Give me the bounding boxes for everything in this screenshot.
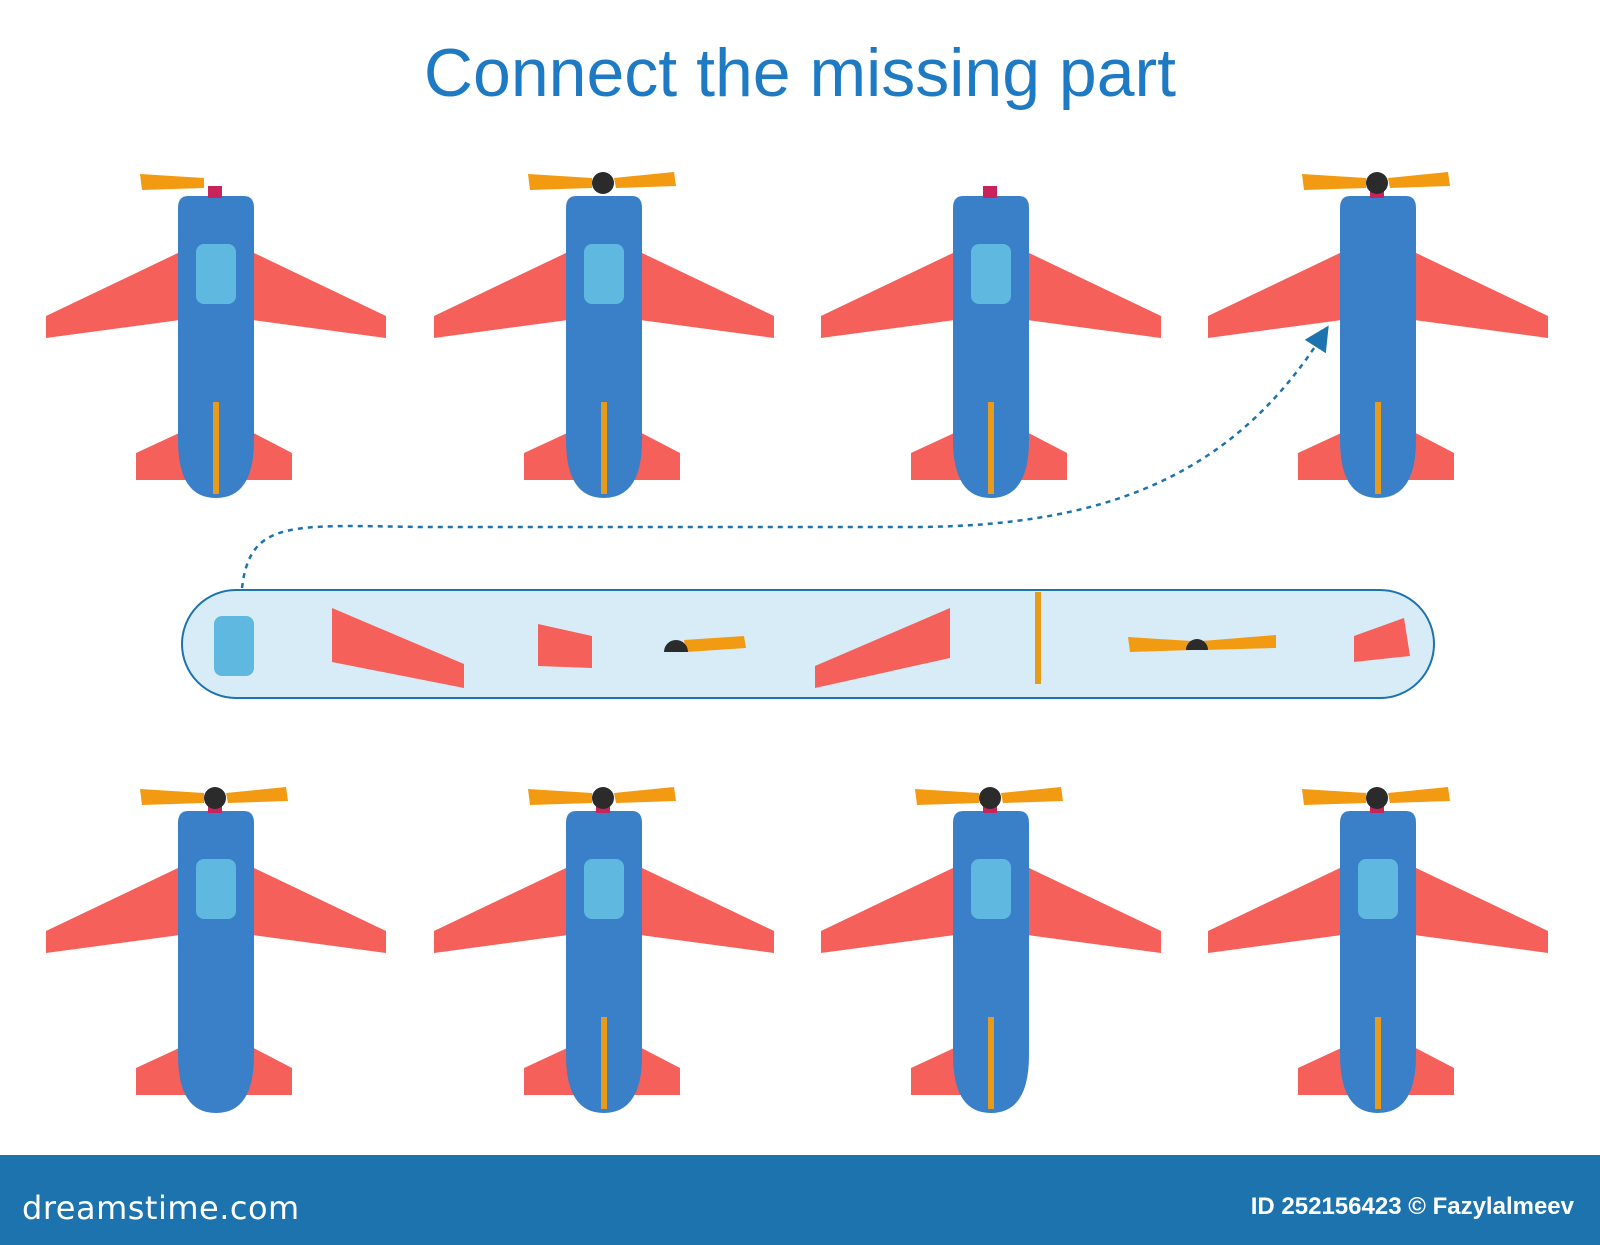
tail-fin-right bbox=[244, 1043, 292, 1095]
nose-stub bbox=[983, 186, 997, 198]
right-wing bbox=[1027, 252, 1161, 338]
tail-stripe bbox=[213, 402, 219, 494]
tail-fin-right bbox=[632, 1043, 680, 1095]
right-wing bbox=[252, 867, 386, 953]
left-wing bbox=[1208, 867, 1342, 953]
cockpit-window bbox=[584, 859, 624, 919]
part-half-propeller[interactable] bbox=[664, 636, 746, 652]
tail-fin-right bbox=[1019, 428, 1067, 480]
propeller bbox=[528, 172, 676, 194]
nose-stub bbox=[208, 186, 222, 198]
left-wing bbox=[821, 867, 955, 953]
plane-bottom-3[interactable] bbox=[815, 785, 1175, 1125]
plane-bottom-1[interactable] bbox=[40, 785, 400, 1125]
page-title: Connect the missing part bbox=[423, 35, 1177, 111]
cockpit-window bbox=[1358, 859, 1398, 919]
plane-bottom-2[interactable] bbox=[428, 785, 788, 1125]
fuselage bbox=[178, 811, 254, 1113]
propeller bbox=[1302, 787, 1450, 809]
left-wing bbox=[46, 867, 180, 953]
cockpit-window bbox=[971, 244, 1011, 304]
footer-bar: dreamstime.com ID 252156423 © Fazylalmee… bbox=[0, 1155, 1600, 1245]
left-wing bbox=[434, 252, 568, 338]
propeller bbox=[140, 174, 204, 190]
cockpit-window bbox=[584, 244, 624, 304]
part-tail-fin-left[interactable] bbox=[538, 624, 592, 668]
parts-tray bbox=[181, 589, 1435, 699]
right-wing bbox=[640, 867, 774, 953]
left-wing bbox=[1208, 252, 1342, 338]
plane-top-1[interactable] bbox=[40, 170, 400, 510]
cockpit-window bbox=[196, 859, 236, 919]
part-propeller[interactable] bbox=[1128, 635, 1276, 652]
tail-fin-left bbox=[136, 428, 190, 480]
part-tail-stripe[interactable] bbox=[1035, 592, 1041, 684]
right-wing bbox=[252, 252, 386, 338]
footer-credit: ID 252156423 © Fazylalmeev bbox=[1250, 1193, 1574, 1220]
tail-fin-left bbox=[1298, 428, 1352, 480]
tail-fin-left bbox=[1298, 1043, 1352, 1095]
tail-fin-right bbox=[244, 428, 292, 480]
tail-fin-left bbox=[524, 428, 578, 480]
tail-fin-left bbox=[911, 428, 965, 480]
tail-fin-left bbox=[911, 1043, 965, 1095]
propeller bbox=[915, 787, 1063, 809]
tail-stripe bbox=[988, 1017, 994, 1109]
tail-stripe bbox=[601, 402, 607, 494]
propeller bbox=[140, 787, 288, 809]
plane-bottom-4[interactable] bbox=[1202, 785, 1562, 1125]
tail-stripe bbox=[1375, 402, 1381, 494]
plane-top-2[interactable] bbox=[428, 170, 788, 510]
example-connection-arrow bbox=[240, 325, 1329, 589]
left-wing bbox=[434, 867, 568, 953]
part-right-wing[interactable] bbox=[815, 608, 950, 688]
tail-fin-right bbox=[1406, 428, 1454, 480]
tail-fin-right bbox=[1406, 1043, 1454, 1095]
part-tail-fin-right[interactable] bbox=[1354, 618, 1410, 662]
tail-fin-left bbox=[524, 1043, 578, 1095]
propeller bbox=[1302, 172, 1450, 194]
plane-top-3[interactable] bbox=[815, 170, 1175, 510]
tail-stripe bbox=[1375, 1017, 1381, 1109]
cockpit-window bbox=[971, 859, 1011, 919]
right-wing bbox=[640, 252, 774, 338]
plane-top-4[interactable] bbox=[1202, 170, 1562, 510]
right-wing bbox=[1027, 867, 1161, 953]
left-wing bbox=[46, 252, 180, 338]
propeller bbox=[528, 787, 676, 809]
cockpit-window bbox=[196, 244, 236, 304]
fuselage bbox=[1340, 196, 1416, 498]
footer-logo: dreamstime.com bbox=[22, 1189, 300, 1227]
right-wing bbox=[1414, 867, 1548, 953]
right-wing bbox=[1414, 252, 1548, 338]
left-wing bbox=[821, 252, 955, 338]
part-window[interactable] bbox=[214, 616, 254, 676]
tail-fin-left bbox=[136, 1043, 190, 1095]
tail-stripe bbox=[988, 402, 994, 494]
tail-fin-right bbox=[632, 428, 680, 480]
tail-stripe bbox=[601, 1017, 607, 1109]
part-left-wing[interactable] bbox=[332, 608, 464, 688]
